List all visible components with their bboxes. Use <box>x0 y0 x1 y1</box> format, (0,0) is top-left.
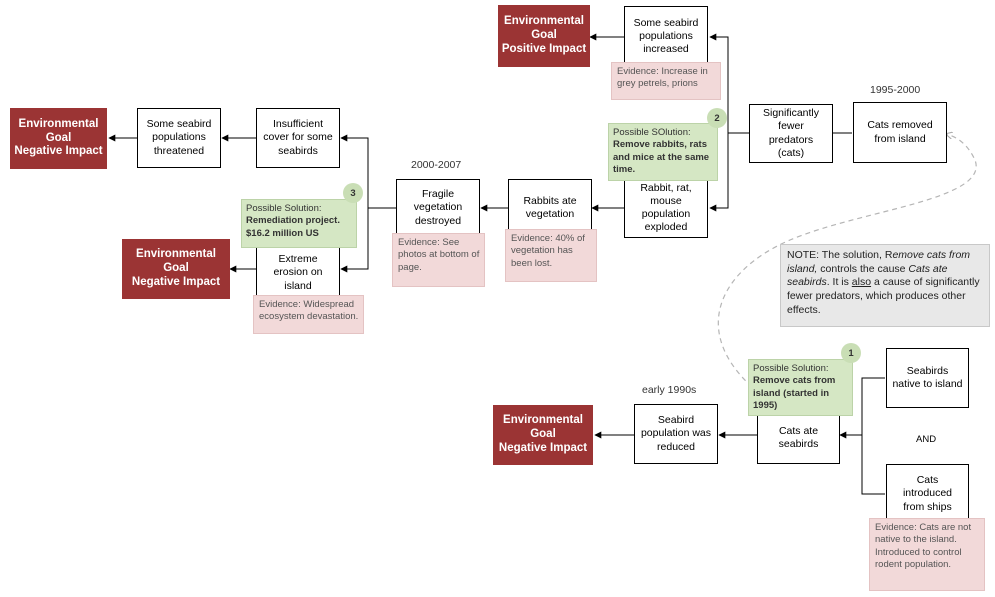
arrow-fragile-to-erosion <box>340 208 369 273</box>
and-label: AND <box>916 434 937 445</box>
arrow-fragile-to-insufficient <box>340 134 396 209</box>
evidence-devastation: Evidence: Widespread ecosystem devastati… <box>253 295 364 334</box>
dashed-link-solution1-to-cats-removed <box>717 134 977 388</box>
solution-1-body: Remove cats from island (started in 1995… <box>753 375 836 412</box>
time-label-2000-2007: 2000-2007 <box>411 159 462 171</box>
time-label-1995-2000: 1995-2000 <box>870 84 921 96</box>
note-text-1: NOTE: The solution, R <box>787 249 893 261</box>
solution-number-2: 2 <box>707 108 727 128</box>
note-text-6: also <box>851 276 872 289</box>
evidence-increase: Evidence: Increase in grey petrels, prio… <box>611 62 721 100</box>
node-cats-introduced: Cats introduced from ships <box>886 464 969 524</box>
evidence-cats-not-native: Evidence: Cats are not native to the isl… <box>869 518 985 591</box>
node-seabirds-native: Seabirds native to island <box>886 348 969 408</box>
solution-1-heading: Possible Solution: <box>753 363 829 374</box>
node-fewer-predators: Significantly fewer predators (cats) <box>749 104 833 163</box>
node-rabbit-population-exploded: Rabbit, rat, mouse population exploded <box>624 178 708 238</box>
note-text-2: emove cats from island, <box>787 249 971 275</box>
solution-number-1: 1 <box>841 343 861 363</box>
note-text-3: controls the cause <box>817 262 909 275</box>
node-insufficient-cover: Insufficient cover for some seabirds <box>256 108 340 168</box>
goal-negative-impact-reduced: Environmental Goal Negative Impact <box>493 405 593 465</box>
solution-remove-rabbits: Possible SOlution: Remove rabbits, rats … <box>608 123 718 181</box>
solution-2-heading: Possible SOlution: <box>613 127 691 138</box>
note-text-5: . It is <box>826 276 852 289</box>
node-cats-removed: Cats removed from island <box>853 102 947 163</box>
node-seabird-threatened: Some seabird populations threatened <box>137 108 221 168</box>
goal-positive-impact: Environmental Goal Positive Impact <box>498 5 590 67</box>
node-seabird-population-reduced: Seabird population was reduced <box>634 404 718 464</box>
arrow-fewer-to-increased <box>709 33 749 134</box>
note-text-7: a cause of significantly fewer predators… <box>787 276 980 316</box>
note-text-4: Cats ate seabirds <box>787 262 948 289</box>
connector-introduced <box>861 435 885 495</box>
solution-number-3: 3 <box>343 183 363 203</box>
evidence-photos: Evidence: See photos at bottom of page. <box>392 233 485 287</box>
node-fragile-vegetation-destroyed: Fragile vegetation destroyed <box>396 179 480 237</box>
note-box: NOTE: The solution, Remove cats from isl… <box>780 244 990 327</box>
solution-2-body: Remove rabbits, rats and mice at the sam… <box>613 139 710 176</box>
node-seabird-increased: Some seabird populations increased <box>624 6 708 67</box>
solution-3-body: Remediation project. $16.2 million US <box>246 215 340 239</box>
arrow-fewer-to-exploded <box>709 133 729 212</box>
solution-remediation: Possible Solution: Remediation project. … <box>241 199 357 248</box>
node-rabbits-ate-vegetation: Rabbits ate vegetation <box>508 179 592 237</box>
goal-negative-impact-erosion: Environmental Goal Negative Impact <box>122 239 230 299</box>
node-extreme-erosion: Extreme erosion on island <box>256 239 340 299</box>
solution-remove-cats: Possible Solution: Remove cats from isla… <box>748 359 853 416</box>
solution-3-heading: Possible Solution: <box>246 203 322 214</box>
arrow-native-to-cats-ate <box>839 377 885 439</box>
goal-negative-impact-threatened: Environmental Goal Negative Impact <box>10 108 107 169</box>
time-label-early-1990s: early 1990s <box>642 384 697 396</box>
evidence-vegetation-lost: Evidence: 40% of vegetation has been los… <box>505 229 597 282</box>
